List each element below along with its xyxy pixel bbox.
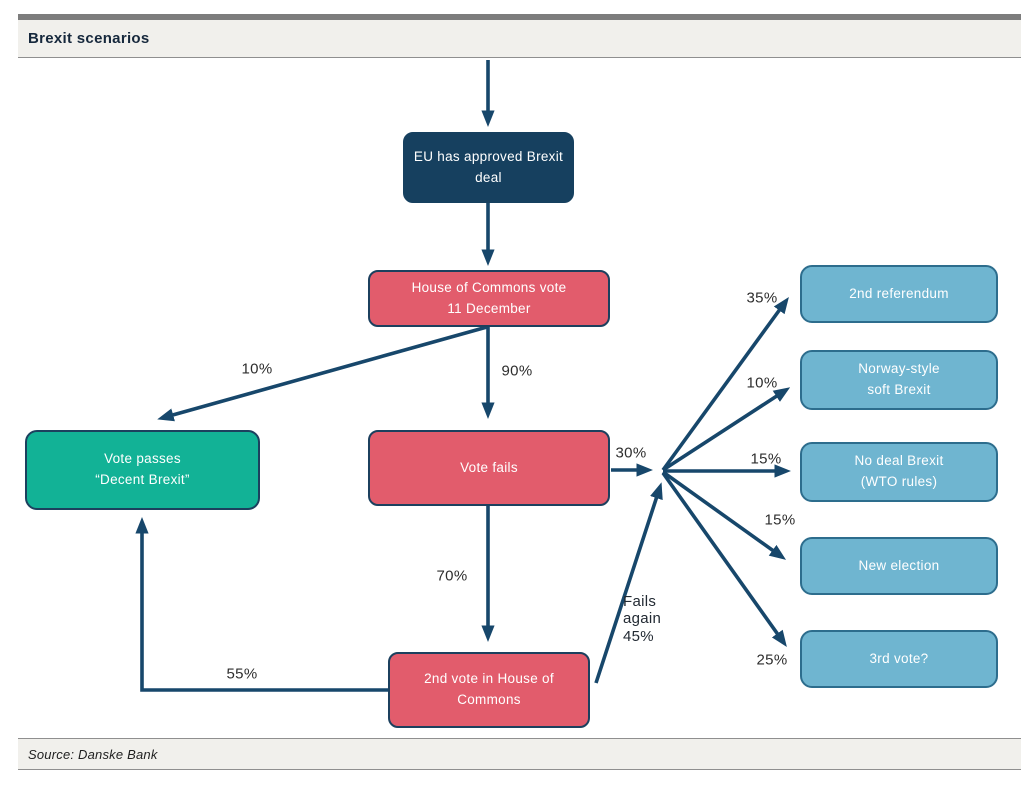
node-second-vote-commons: 2nd vote in House of Commons [388,652,590,728]
edge-label-newelection-15: 15% [764,511,796,529]
node-vote-fails: Vote fails [368,430,610,506]
arrow-fan-to-norway [662,387,791,472]
edge-label-fails-again-45: Fails again 45% [623,593,662,645]
arrow-fan-to-referendum [661,296,789,472]
source-text: Source: Danske Bank [28,746,158,762]
footer-band: Source: Danske Bank [18,738,1021,770]
edge-label-referendum-35: 35% [746,289,778,307]
edge-label-second-70: 70% [436,567,468,585]
page-title: Brexit scenarios [28,30,150,47]
node-vote-passes: Vote passes “Decent Brexit” [25,430,260,510]
node-no-deal-brexit: No deal Brexit (WTO rules) [800,442,998,502]
edge-label-fan-30: 30% [615,444,647,462]
node-commons-vote: House of Commons vote 11 December [368,270,610,327]
edge-label-fail-90: 90% [501,362,533,380]
arrow-secondvote-to-votepasses-55 [135,517,390,692]
arrow-secondvote-failsagain-45 [594,482,663,684]
node-new-election: New election [800,537,998,595]
header-top-bar [18,14,1021,20]
node-third-vote: 3rd vote? [800,630,998,688]
edge-label-thirdvote-25: 25% [756,651,788,669]
arrow-fan-to-thirdvote [661,471,787,648]
node-second-referendum: 2nd referendum [800,265,998,323]
edge-label-back-55: 55% [226,665,258,683]
node-eu-approved-deal: EU has approved Brexit deal [403,132,574,203]
edge-label-nodeal-15: 15% [750,450,782,468]
node-norway-soft-brexit: Norway-style soft Brexit [800,350,998,410]
arrow-fan-to-newelection [661,470,787,560]
arrow-commons-to-votepasses-10 [157,325,488,422]
edge-label-pass-10: 10% [241,360,273,378]
edge-label-norway-10: 10% [746,374,778,392]
header-band: Brexit scenarios [18,20,1021,58]
